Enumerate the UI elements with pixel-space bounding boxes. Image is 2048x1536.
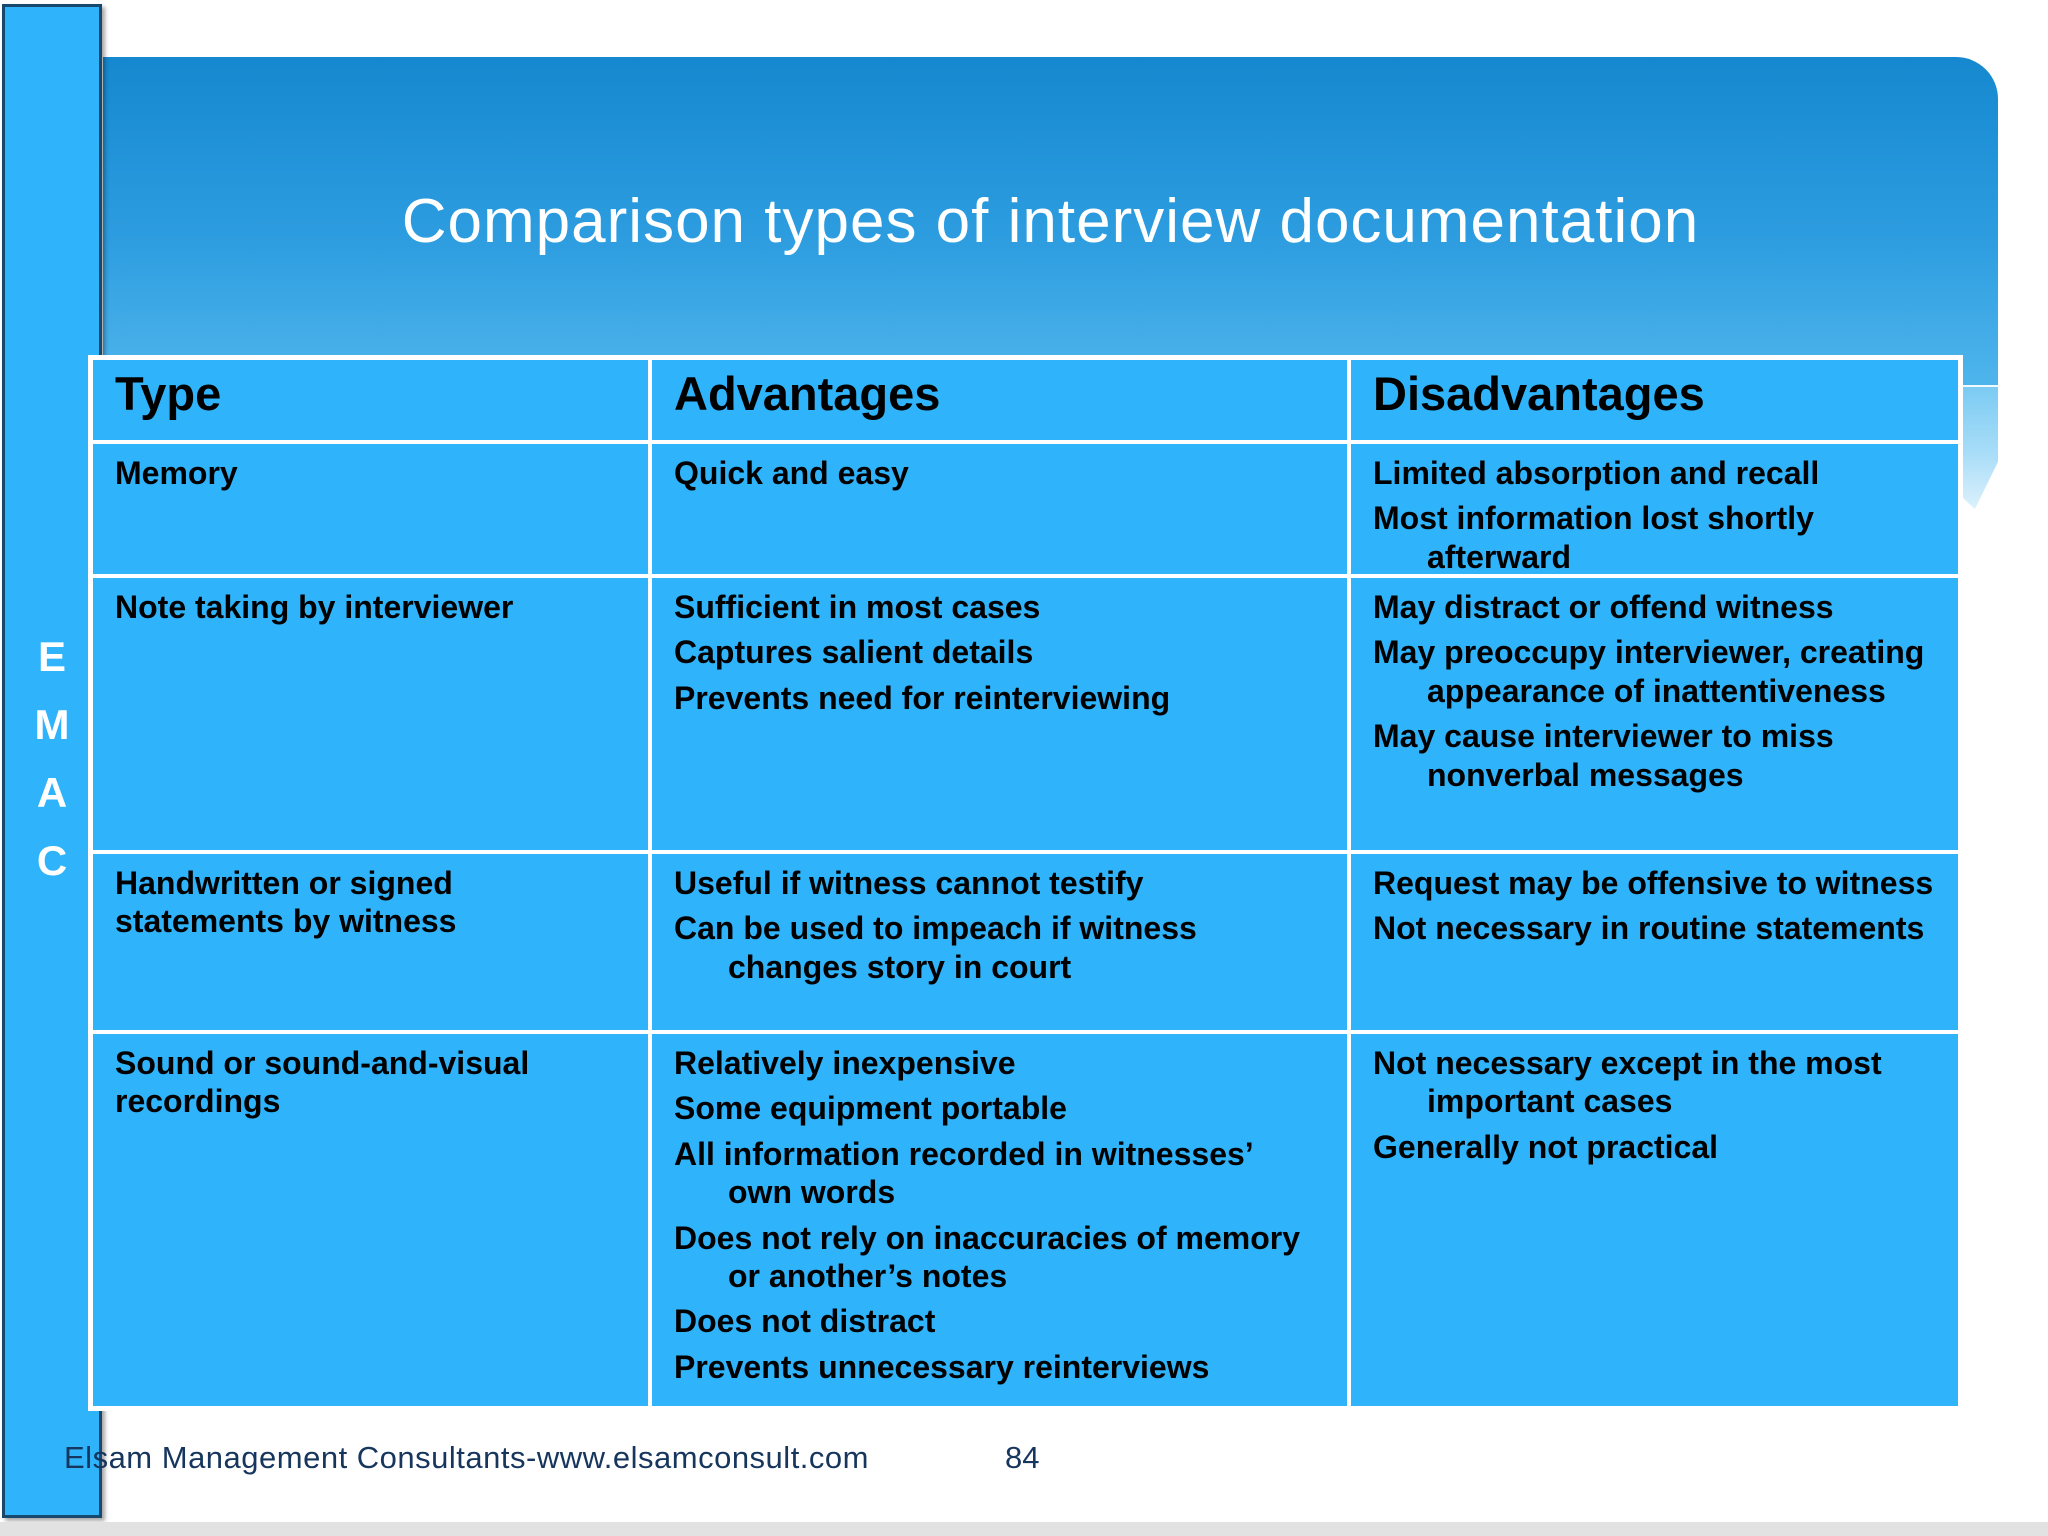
cell-paragraph: Generally not practical	[1373, 1128, 1719, 1165]
cell-paragraph: May distract or offend witness	[1373, 589, 1834, 625]
footer-company-text: Elsam Management Consultants-www.elsamco…	[64, 1440, 869, 1475]
title-banner	[103, 57, 1998, 387]
table-cell-type: Memory	[93, 444, 648, 574]
cell-paragraph: Prevents need for reinterviewing	[674, 679, 1171, 716]
table-cell-disadvantages: May distract or offend witness May preoc…	[1351, 578, 1958, 850]
cell-paragraph: Most information lost shortly afterward	[1373, 500, 1814, 574]
cell-paragraph: Relatively inexpensive	[674, 1045, 1016, 1081]
emac-vertical-logo: E M A C	[2, 636, 102, 882]
cell-paragraph: Limited absorption and recall	[1373, 455, 1820, 491]
table-cell-disadvantages: Request may be offensive to witness Not …	[1351, 854, 1958, 1030]
cell-paragraph: Does not distract	[674, 1303, 936, 1340]
column-header-advantages: Advantages	[652, 360, 1347, 440]
table-cell-disadvantages: Not necessary except in the most importa…	[1351, 1034, 1958, 1406]
slide-title: Comparison types of interview documentat…	[401, 187, 1700, 256]
cell-paragraph: Handwritten or signed statements by witn…	[115, 865, 457, 940]
bottom-edge-strip	[0, 1522, 2048, 1536]
cell-paragraph: May preoccupy interviewer, creating appe…	[1373, 634, 1925, 709]
slide-page-number: 84	[1005, 1440, 1040, 1475]
cell-paragraph: Prevents unnecessary reinterviews	[674, 1348, 1210, 1385]
cell-paragraph: May cause interviewer to miss nonverbal …	[1373, 718, 1834, 793]
logo-letter: A	[36, 769, 68, 816]
table-cell-advantages: Sufficient in most cases Captures salien…	[652, 578, 1347, 850]
cell-paragraph: Can be used to impeach if witness change…	[674, 910, 1197, 985]
table-cell-advantages: Relatively inexpensive Some equipment po…	[652, 1034, 1347, 1406]
cell-paragraph: Useful if witness cannot testify	[674, 865, 1144, 901]
cell-paragraph: Not necessary in routine statements	[1373, 910, 1925, 947]
cell-paragraph: All information recorded in witnesses’ o…	[674, 1135, 1252, 1211]
table-cell-advantages: Useful if witness cannot testify Can be …	[652, 854, 1347, 1030]
table-cell-type: Handwritten or signed statements by witn…	[93, 854, 648, 1030]
table-cell-disadvantages: Limited absorption and recall Most infor…	[1351, 444, 1958, 574]
cell-paragraph: Request may be offensive to witness	[1373, 865, 1934, 901]
cell-paragraph: Quick and easy	[674, 455, 909, 491]
cell-paragraph: Sufficient in most cases	[674, 589, 1041, 625]
cell-paragraph: Some equipment portable	[674, 1090, 1067, 1127]
table-cell-advantages: Quick and easy	[652, 444, 1347, 574]
logo-letter: E	[37, 633, 66, 680]
column-header-disadvantages: Disadvantages	[1351, 360, 1958, 440]
logo-letter: M	[34, 701, 70, 748]
table-cell-type: Sound or sound-and-visual recordings	[93, 1034, 648, 1406]
logo-letter: C	[36, 837, 68, 884]
cell-paragraph: Does not rely on inaccuracies of memory …	[674, 1219, 1300, 1294]
cell-paragraph: Not necessary except in the most importa…	[1373, 1045, 1882, 1120]
comparison-table: Type Advantages Disadvantages Memory Qui…	[88, 355, 1963, 1411]
cell-paragraph: Sound or sound-and-visual recordings	[115, 1045, 530, 1120]
cell-paragraph: Memory	[115, 455, 238, 491]
column-header-type: Type	[93, 360, 648, 440]
cell-paragraph: Captures salient details	[674, 634, 1034, 671]
table-cell-type: Note taking by interviewer	[93, 578, 648, 850]
cell-paragraph: Note taking by interviewer	[115, 589, 514, 625]
